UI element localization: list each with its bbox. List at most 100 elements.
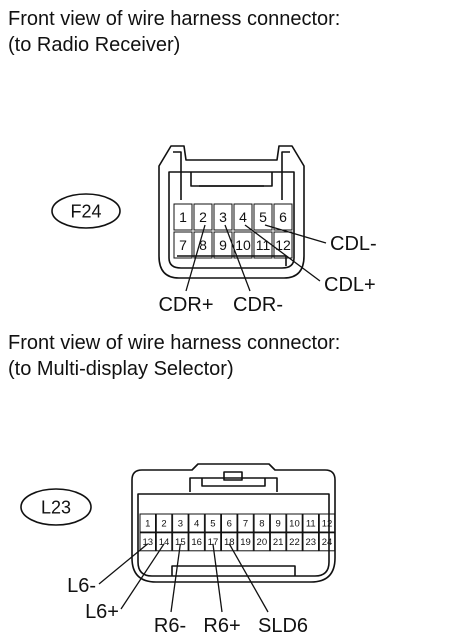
leader-line [264, 224, 327, 244]
signal-label: R6- [154, 615, 186, 637]
lock-tab [189, 477, 278, 492]
pin-number: 3 [219, 209, 227, 225]
pin-number: 2 [199, 209, 207, 225]
pin-cell [173, 203, 193, 231]
latch-right [281, 151, 290, 200]
pin-number: 12 [322, 518, 333, 529]
connector-2-caption: Front view of wire harness connector: (t… [8, 330, 340, 382]
pin-cell [269, 532, 287, 552]
connector-inner-frame [168, 171, 295, 269]
leader-line [170, 543, 181, 613]
pin-cell [273, 231, 293, 259]
pin-number: 8 [199, 237, 207, 253]
pin-cell [253, 513, 271, 533]
pin-cell [286, 513, 303, 533]
signal-label: L6+ [85, 601, 119, 623]
pin-number: 9 [219, 237, 227, 253]
leader-line [120, 543, 165, 610]
connector-housing [131, 463, 336, 583]
pin-number: 4 [239, 209, 247, 225]
signal-label: CDL+ [324, 274, 376, 296]
signal-label: R6+ [203, 615, 240, 637]
pin-cell [237, 532, 254, 552]
pin-cell [302, 532, 319, 552]
pin-cell [302, 513, 319, 533]
pin-cell [233, 203, 253, 231]
pin-number: 10 [235, 237, 251, 253]
pin-number: 5 [259, 209, 267, 225]
latch-left [173, 151, 182, 200]
pin-number: 2 [161, 518, 166, 529]
pin-cell [204, 513, 222, 533]
pin-cell [172, 532, 189, 552]
leader-line [228, 543, 269, 613]
pin-number: 21 [273, 537, 284, 548]
leader-line [244, 224, 321, 282]
pin-cell [286, 532, 303, 552]
pin-cell [172, 513, 189, 533]
pin-number: 10 [289, 518, 300, 529]
pin-number: 5 [210, 518, 215, 529]
pin-number: 6 [279, 209, 287, 225]
pin-cell [253, 203, 273, 231]
pin-cell [173, 231, 193, 259]
connector-inner-frame [137, 493, 330, 577]
pin-number: 8 [259, 518, 264, 529]
pin-number: 11 [306, 518, 316, 529]
pin-number: 18 [224, 537, 235, 548]
connector-2-caption-line2: (to Multi-display Selector) [8, 358, 234, 380]
pin-cell [139, 532, 156, 552]
bottom-guide [171, 565, 296, 576]
connector-code-oval [51, 193, 121, 229]
pin-cell [188, 532, 205, 552]
pin-number: 7 [243, 518, 248, 529]
pin-cell [233, 231, 253, 259]
pin-number: 20 [257, 537, 268, 548]
leader-line [98, 543, 149, 585]
pin-number: 7 [179, 237, 187, 253]
pin-cell [318, 532, 336, 552]
pin-cell [318, 513, 336, 533]
pin-number: 14 [159, 537, 170, 548]
signal-label: CDR+ [158, 294, 213, 316]
pin-number: 11 [256, 237, 271, 253]
pin-cell [155, 532, 173, 552]
signal-label: L6- [67, 575, 96, 597]
connector-1-caption-line1: Front view of wire harness connector: [8, 8, 341, 30]
pin-cell [221, 532, 238, 552]
pin-cell [155, 513, 173, 533]
leader-line [224, 224, 251, 292]
leader-line [185, 224, 206, 292]
pin-cell [237, 513, 254, 533]
pin-number: 6 [227, 518, 232, 529]
pin-cell [139, 513, 156, 533]
pin-number: 1 [145, 518, 150, 529]
pin-number: 19 [240, 537, 251, 548]
pin-number: 3 [178, 518, 183, 529]
pin-cell [221, 513, 238, 533]
pin-number: 22 [289, 537, 300, 548]
pin-number: 12 [275, 237, 291, 253]
pin-number: 23 [305, 537, 316, 548]
pin-number: 13 [142, 537, 153, 548]
signal-label: CDR- [233, 294, 283, 316]
pin-cell [253, 532, 271, 552]
pin-number: 24 [322, 537, 333, 548]
connector-housing [158, 145, 305, 279]
connector-1-caption-line2: (to Radio Receiver) [8, 34, 181, 56]
pin-cell [204, 532, 222, 552]
connector-code-label: L23 [41, 497, 71, 517]
connector-code-oval [20, 488, 92, 526]
pin-number: 4 [194, 518, 199, 529]
pin-cell [188, 513, 205, 533]
signal-label: SLD6 [258, 615, 308, 637]
pin-number: 16 [191, 537, 202, 548]
leader-line [212, 543, 223, 613]
lock-tab [190, 172, 273, 187]
signal-label: CDL- [330, 233, 377, 255]
pin-number: 9 [276, 518, 281, 529]
connector-code-label: F24 [70, 201, 101, 221]
connector-2-caption-line1: Front view of wire harness connector: [8, 332, 341, 354]
